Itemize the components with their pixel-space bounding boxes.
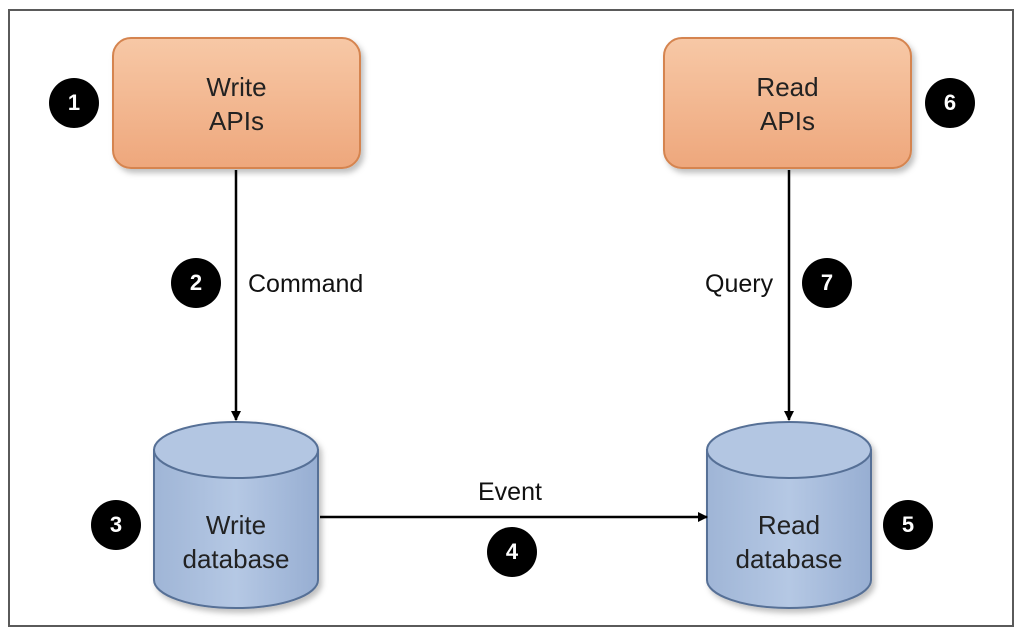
read-apis-line2: APIs	[760, 106, 815, 136]
step-badge-4: 4	[487, 527, 537, 577]
read-database-label: Read database	[707, 508, 871, 576]
read-apis-label: Read APIs	[664, 70, 911, 138]
write-apis-box	[112, 37, 361, 169]
read-apis-line1: Read	[756, 72, 819, 102]
write-database-label: Write database	[154, 508, 318, 576]
query-label: Query	[705, 270, 774, 298]
read-database-cylinder	[706, 421, 872, 609]
write-database-line1: Write	[205, 510, 267, 540]
step-badge-6: 6	[925, 78, 975, 128]
write-apis-line1: Write	[206, 72, 267, 102]
event-label: Event	[478, 478, 542, 506]
write-apis-label: Write APIs	[113, 70, 360, 138]
step-badge-1: 1	[49, 78, 99, 128]
read-apis-box	[663, 37, 912, 169]
step-badge-7: 7	[802, 258, 852, 308]
command-label: Command	[248, 270, 364, 298]
write-database-line2: database	[182, 544, 290, 574]
write-database-cylinder	[153, 421, 319, 609]
step-badge-3: 3	[91, 500, 141, 550]
step-badge-5: 5	[883, 500, 933, 550]
read-database-line2: database	[735, 544, 843, 574]
step-badge-2: 2	[171, 258, 221, 308]
write-apis-line2: APIs	[209, 106, 264, 136]
read-database-line1: Read	[757, 510, 821, 540]
